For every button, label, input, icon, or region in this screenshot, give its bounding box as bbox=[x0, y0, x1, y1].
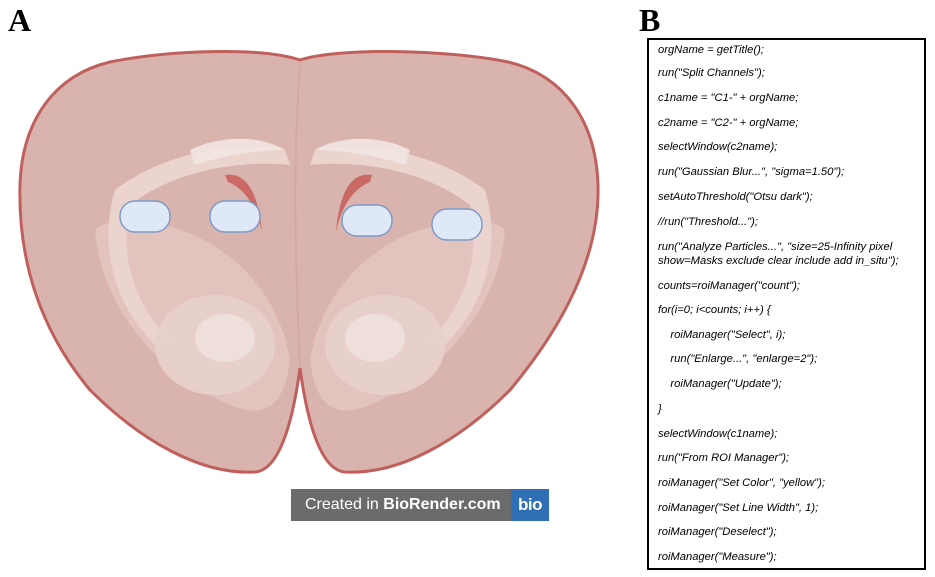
code-line-14: run("Enlarge...", "enlarge=2"); bbox=[658, 353, 818, 365]
brain-coronal-section-diagram bbox=[18, 50, 600, 474]
roi-oval-4 bbox=[431, 208, 483, 241]
right-ventral-core bbox=[345, 314, 405, 362]
code-line-10: show=Masks exclude clear include add in_… bbox=[658, 255, 899, 267]
code-line-15: roiManager("Update"); bbox=[658, 378, 782, 390]
watermark-brand: BioRender.com bbox=[383, 496, 501, 513]
midline-groove bbox=[294, 61, 301, 369]
code-line-16: } bbox=[658, 403, 662, 415]
left-hippocampus-sliver bbox=[225, 174, 262, 232]
roi-oval-3 bbox=[341, 204, 393, 237]
code-line-20: roiManager("Set Line Width", 1); bbox=[658, 502, 819, 514]
code-line-4: c2name = "C2-" + orgName; bbox=[658, 117, 799, 129]
left-ventral-core bbox=[195, 314, 255, 362]
biorender-watermark: Created in BioRender.com bio bbox=[291, 489, 549, 521]
code-line-17: selectWindow(c1name); bbox=[658, 428, 778, 440]
left-upper-arc bbox=[190, 138, 285, 165]
code-line-2: run("Split Channels"); bbox=[658, 67, 765, 79]
code-line-6: run("Gaussian Blur...", "sigma=1.50"); bbox=[658, 166, 845, 178]
code-line-9: run("Analyze Particles...", "size=25-Inf… bbox=[658, 241, 893, 253]
macro-code-box: orgName = getTitle(); run("Split Channels… bbox=[647, 38, 926, 570]
code-line-12: for(i=0; i<counts; i++) { bbox=[658, 304, 771, 316]
right-hippocampus-sliver bbox=[336, 174, 372, 232]
code-line-19: roiManager("Set Color", "yellow"); bbox=[658, 477, 825, 489]
code-line-1: orgName = getTitle(); bbox=[658, 44, 764, 56]
code-line-8: //run("Threshold..."); bbox=[658, 216, 758, 228]
code-line-11: counts=roiManager("count"); bbox=[658, 280, 800, 292]
code-line-5: selectWindow(c2name); bbox=[658, 141, 778, 153]
biorender-logo: bio bbox=[511, 489, 549, 521]
roi-oval-2 bbox=[209, 200, 261, 233]
watermark-prefix: Created in bbox=[305, 496, 384, 513]
right-upper-arc bbox=[315, 138, 410, 165]
panel-a-label: A bbox=[8, 2, 32, 38]
panel-b-label: B bbox=[639, 2, 661, 38]
code-line-7: setAutoThreshold("Otsu dark"); bbox=[658, 191, 813, 203]
roi-oval-1 bbox=[119, 200, 171, 233]
code-line-13: roiManager("Select", i); bbox=[658, 329, 786, 341]
code-line-18: run("From ROI Manager"); bbox=[658, 452, 790, 464]
code-line-3: c1name = "C1-" + orgName; bbox=[658, 92, 799, 104]
code-line-22: roiManager("Measure"); bbox=[658, 551, 777, 563]
code-line-21: roiManager("Deselect"); bbox=[658, 526, 777, 538]
